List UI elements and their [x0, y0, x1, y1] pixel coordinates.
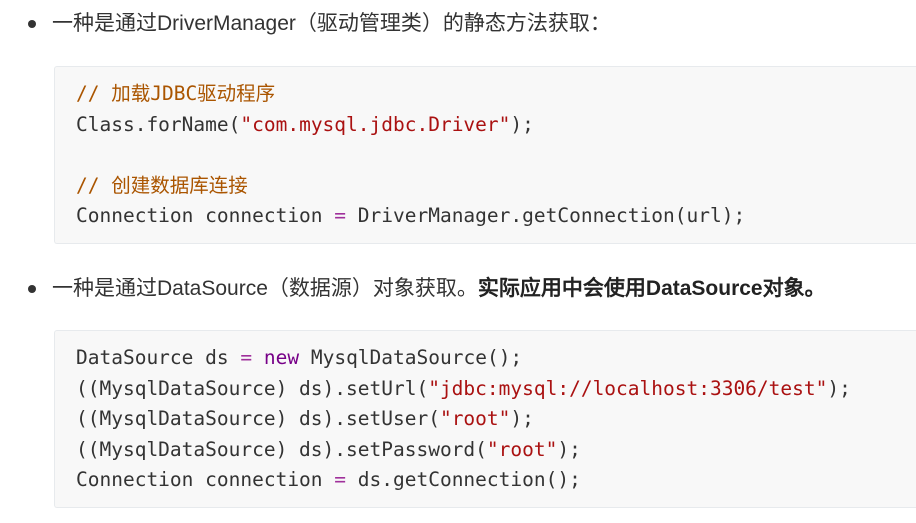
code-token-plain: Connection connection	[76, 468, 335, 491]
list-item-bold-text: 实际应用中会使用DataSource对象。	[477, 277, 826, 300]
code-line: DataSource ds = new MysqlDataSource();	[76, 343, 916, 374]
code-token-plain: DataSource ds	[76, 346, 241, 369]
code-token-plain: Class.forName(	[76, 112, 241, 136]
code-token-plain: Connection connection	[76, 204, 335, 227]
code-token-plain: );	[557, 437, 581, 461]
code-token-string: "com.mysql.jdbc.Driver"	[240, 112, 511, 136]
code-line	[76, 140, 916, 171]
code-line: Connection connection = ds.getConnection…	[76, 465, 916, 496]
list-item-normal-text: 一种是通过DataSource（数据源）对象获取。	[52, 277, 478, 300]
code-token-string: "root"	[439, 407, 511, 430]
code-block-data-source: DataSource ds = new MysqlDataSource();((…	[54, 330, 916, 508]
code-token-operator: =	[240, 346, 253, 369]
code-token-comment: // 创建数据库连接	[76, 173, 248, 197]
code-line: Connection connection = DriverManager.ge…	[76, 201, 916, 232]
code-lines: // 加载JDBC驱动程序 Class.forName("com.mysql.jd…	[55, 67, 916, 232]
code-line: ((MysqlDataSource) ds).setUrl("jdbc:mysq…	[76, 374, 916, 405]
bullet-icon	[28, 20, 36, 28]
code-token-string: "jdbc:mysql://localhost:3306/test"	[428, 376, 828, 400]
code-token-plain: );	[827, 376, 851, 400]
code-token-string: "root"	[486, 437, 558, 461]
code-token-operator: =	[334, 468, 347, 491]
list-item-text: 一种是通过DataSource（数据源）对象获取。实际应用中会使用DataSou…	[52, 275, 826, 303]
list-item-driver-manager: 一种是通过DriverManager（驱动管理类）的静态方法获取：	[0, 10, 916, 40]
code-token-plain: MysqlDataSource();	[299, 346, 523, 369]
code-token-plain: ((MysqlDataSource) ds).setUrl(	[76, 376, 429, 400]
code-token-keyword: new	[263, 346, 300, 369]
code-token-operator: =	[334, 204, 347, 227]
code-line: // 创建数据库连接	[76, 171, 916, 202]
code-token-plain: );	[510, 407, 534, 430]
code-lines: DataSource ds = new MysqlDataSource();((…	[55, 331, 916, 496]
list-item-text: 一种是通过DriverManager（驱动管理类）的静态方法获取：	[52, 12, 611, 35]
code-token-plain: ds.getConnection();	[346, 468, 581, 491]
code-token-plain: ((MysqlDataSource) ds).setUser(	[76, 407, 440, 430]
code-token-plain: );	[510, 112, 534, 136]
bullet-icon	[28, 285, 36, 293]
code-line: ((MysqlDataSource) ds).setPassword("root…	[76, 435, 916, 466]
code-token-plain: ((MysqlDataSource) ds).setPassword(	[76, 437, 487, 461]
code-line: Class.forName("com.mysql.jdbc.Driver");	[76, 110, 916, 141]
code-block-driver-manager: // 加载JDBC驱动程序 Class.forName("com.mysql.jd…	[54, 66, 916, 244]
list-item-data-source: 一种是通过DataSource（数据源）对象获取。实际应用中会使用DataSou…	[0, 275, 916, 305]
code-token-comment: // 加载JDBC驱动程序	[76, 82, 276, 105]
code-line: // 加载JDBC驱动程序	[76, 79, 916, 110]
code-token-plain	[252, 346, 264, 369]
code-token-plain: DriverManager.getConnection(url);	[346, 204, 746, 227]
code-line: ((MysqlDataSource) ds).setUser("root");	[76, 404, 916, 435]
